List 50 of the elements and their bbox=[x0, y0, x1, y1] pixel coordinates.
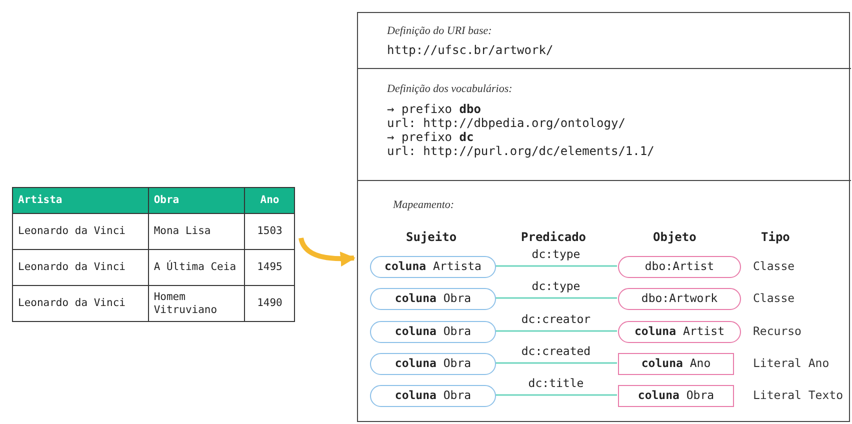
edge-label: dc:creator bbox=[520, 313, 592, 326]
type-text: Classe bbox=[753, 291, 795, 305]
object-box: coluna Obra bbox=[618, 385, 734, 407]
prefix-line: → prefixo dbo bbox=[387, 102, 481, 116]
table-cell: A Última Ceia bbox=[148, 250, 245, 286]
object-box: coluna Ano bbox=[618, 353, 734, 375]
url-text: http://ufsc.br/artwork/ bbox=[387, 43, 554, 57]
subject-pill: coluna Obra bbox=[370, 353, 496, 375]
section-heading: Mapeamento: bbox=[393, 199, 454, 211]
subject-pill: coluna Obra bbox=[370, 385, 496, 407]
mapping-panel bbox=[357, 12, 850, 422]
edge-label: dc:type bbox=[530, 248, 582, 261]
connector-line bbox=[495, 265, 617, 267]
type-text: Literal Ano bbox=[753, 356, 830, 370]
section-heading: Definição dos vocabulários: bbox=[387, 83, 512, 95]
url-line: url: http://purl.org/dc/elements/1.1/ bbox=[387, 144, 654, 158]
table-cell: 1503 bbox=[244, 214, 294, 250]
column-header: Tipo bbox=[761, 230, 790, 244]
connector-line bbox=[495, 394, 617, 396]
table-cell: 1495 bbox=[244, 250, 294, 286]
column-header: Ano bbox=[244, 188, 294, 214]
prefix-line: → prefixo dc bbox=[387, 130, 474, 144]
column-header: Obra bbox=[148, 188, 245, 214]
type-text: Literal Texto bbox=[753, 388, 844, 402]
url-line: url: http://dbpedia.org/ontology/ bbox=[387, 116, 626, 130]
edge-label: dc:created bbox=[520, 345, 592, 358]
table-cell: Mona Lisa bbox=[148, 214, 245, 250]
table-cell: Leonardo da Vinci bbox=[12, 214, 148, 250]
connector-line bbox=[495, 330, 617, 332]
object-pill: dbo:Artist bbox=[618, 256, 741, 278]
object-pill: dbo:Artwork bbox=[618, 288, 741, 310]
column-header: Predicado bbox=[521, 230, 586, 244]
subject-pill: coluna Artista bbox=[370, 256, 496, 278]
table-cell: Homem Vitruviano bbox=[148, 286, 245, 322]
section-heading: Definição do URI base: bbox=[387, 25, 492, 37]
column-header: Sujeito bbox=[406, 230, 457, 244]
table-cell: 1490 bbox=[244, 286, 294, 322]
table-cell: Leonardo da Vinci bbox=[12, 250, 148, 286]
edge-label: dc:type bbox=[530, 280, 582, 293]
table-cell: Leonardo da Vinci bbox=[12, 286, 148, 322]
subject-pill: coluna Obra bbox=[370, 321, 496, 343]
edge-label: dc:title bbox=[527, 377, 585, 390]
type-text: Recurso bbox=[753, 324, 802, 338]
connector-line bbox=[495, 362, 617, 364]
object-pill: coluna Artist bbox=[618, 321, 741, 343]
column-header: Objeto bbox=[653, 230, 696, 244]
column-header: Artista bbox=[12, 188, 148, 214]
subject-pill: coluna Obra bbox=[370, 288, 496, 310]
connector-line bbox=[495, 297, 617, 299]
type-text: Classe bbox=[753, 259, 795, 273]
